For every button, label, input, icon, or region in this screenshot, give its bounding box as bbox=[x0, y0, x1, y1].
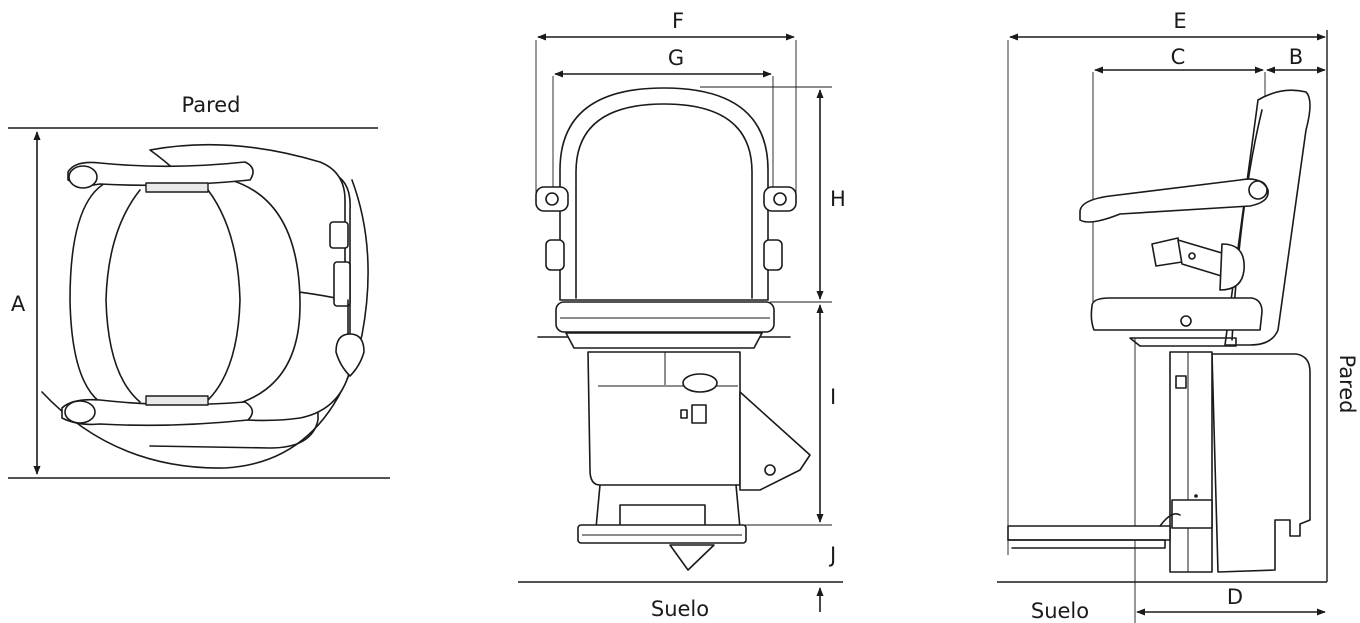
front-carriage-switch bbox=[680, 409, 688, 419]
dimension-b-label: B bbox=[1289, 45, 1303, 69]
armrest-bottom-end bbox=[64, 400, 96, 424]
top-view: Pared A bbox=[8, 93, 390, 479]
side-seat-slide bbox=[1129, 337, 1237, 347]
armrest-top bbox=[67, 161, 254, 187]
front-floor-label: Suelo bbox=[651, 597, 709, 621]
dimension-i-label: I bbox=[830, 385, 836, 409]
side-armrest-pivot bbox=[1248, 180, 1268, 200]
joystick-knob bbox=[335, 333, 365, 377]
rail-curve bbox=[149, 349, 319, 449]
front-motor-cover bbox=[739, 391, 811, 491]
seat-inner-curve-right bbox=[207, 189, 241, 401]
side-seatbelt-button bbox=[1188, 252, 1196, 260]
seat-inner-curve bbox=[105, 189, 141, 403]
dimension-g-label: G bbox=[668, 46, 684, 70]
side-column-screw bbox=[1194, 494, 1198, 498]
footrest-swing-arc bbox=[41, 179, 369, 469]
hinge-bottom bbox=[145, 395, 209, 406]
front-motor-cover-knob bbox=[764, 464, 776, 476]
front-carriage-key bbox=[691, 404, 707, 424]
front-armrest-right bbox=[763, 186, 797, 212]
dimension-j-label: J bbox=[828, 543, 836, 567]
front-seatbelt-right bbox=[763, 239, 783, 271]
front-armrest-left-cap bbox=[545, 192, 559, 206]
hinge-top bbox=[145, 182, 209, 193]
side-view: Pared Suelo E C B D bbox=[997, 9, 1359, 623]
side-backrest bbox=[1224, 89, 1311, 346]
front-view: F G H I J Suelo bbox=[518, 9, 846, 621]
dimension-c-label: C bbox=[1171, 45, 1186, 69]
front-footrest-bracket bbox=[619, 504, 706, 526]
front-backrest-inner bbox=[575, 103, 753, 299]
dimension-a-label: A bbox=[11, 292, 26, 316]
front-armrest-left bbox=[535, 186, 569, 212]
side-floor-label: Suelo bbox=[1031, 599, 1089, 623]
front-seat-bracket bbox=[565, 332, 763, 349]
side-control-middle bbox=[333, 261, 351, 307]
front-seat bbox=[555, 301, 775, 333]
seat-outer bbox=[69, 174, 301, 411]
front-footrest bbox=[577, 524, 747, 544]
side-rail-housing bbox=[1211, 353, 1311, 573]
side-seatbelt-buckle bbox=[1151, 237, 1183, 267]
front-armrest-right-cap bbox=[773, 192, 787, 206]
dimension-h-label: H bbox=[830, 187, 846, 211]
armrest-bottom bbox=[61, 398, 254, 427]
dimension-f-label: F bbox=[672, 9, 684, 33]
side-wall-label: Pared bbox=[1335, 354, 1359, 413]
dimension-d-label: D bbox=[1227, 585, 1243, 609]
front-footrest-sensor bbox=[669, 544, 715, 571]
front-footrest-supports bbox=[595, 484, 741, 529]
side-seat-lever bbox=[1180, 315, 1192, 327]
front-carriage bbox=[587, 351, 741, 486]
front-carriage-emblem bbox=[682, 373, 718, 393]
dimension-e-label: E bbox=[1173, 9, 1186, 33]
front-seatbelt-left bbox=[545, 239, 565, 271]
side-column-switch bbox=[1175, 375, 1187, 389]
side-control-upper bbox=[329, 221, 349, 249]
top-view-wall-label: Pared bbox=[181, 93, 240, 117]
side-footrest-underside bbox=[1007, 539, 1166, 549]
side-footrest bbox=[1007, 525, 1171, 541]
side-armrest bbox=[1079, 178, 1269, 223]
side-footrest-hinge bbox=[1159, 513, 1181, 527]
side-seat bbox=[1090, 297, 1263, 331]
side-seatbelt-reel bbox=[1219, 243, 1245, 291]
front-backrest bbox=[559, 87, 769, 301]
armrest-top-end bbox=[68, 165, 98, 189]
